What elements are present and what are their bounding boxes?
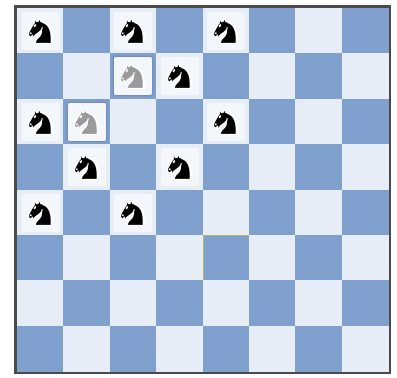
square-d7[interactable]: [156, 53, 203, 99]
black-knight-icon[interactable]: [161, 57, 199, 95]
square-b1[interactable]: [63, 326, 110, 372]
square-a7[interactable]: [17, 53, 64, 99]
grey-knight-icon[interactable]: [114, 57, 152, 95]
square-f1[interactable]: [249, 326, 296, 372]
square-f8[interactable]: [249, 8, 296, 54]
square-b3[interactable]: [63, 235, 110, 281]
square-b5[interactable]: [63, 144, 110, 190]
square-c4[interactable]: [110, 190, 157, 236]
square-d1[interactable]: [156, 326, 203, 372]
chess-board[interactable]: [17, 8, 388, 371]
square-g5[interactable]: [295, 144, 342, 190]
square-b6[interactable]: [63, 99, 110, 145]
square-a8[interactable]: [17, 8, 64, 54]
square-a1[interactable]: [17, 326, 64, 372]
square-h1[interactable]: [342, 326, 389, 372]
square-f3[interactable]: [249, 235, 296, 281]
square-c1[interactable]: [110, 326, 157, 372]
square-d2[interactable]: [156, 280, 203, 326]
square-g3[interactable]: [295, 235, 342, 281]
square-d3[interactable]: [156, 235, 203, 281]
square-e4[interactable]: [203, 190, 250, 236]
square-e7[interactable]: [203, 53, 250, 99]
square-e1[interactable]: [203, 326, 250, 372]
square-a2[interactable]: [17, 280, 64, 326]
black-knight-icon[interactable]: [207, 12, 245, 50]
square-c6[interactable]: [110, 99, 157, 145]
square-a6[interactable]: [17, 99, 64, 145]
black-knight-icon[interactable]: [22, 12, 60, 50]
square-d8[interactable]: [156, 8, 203, 54]
black-knight-icon[interactable]: [207, 103, 245, 141]
square-g6[interactable]: [295, 99, 342, 145]
square-a3[interactable]: [17, 235, 64, 281]
square-d5[interactable]: [156, 144, 203, 190]
square-f4[interactable]: [249, 190, 296, 236]
square-b2[interactable]: [63, 280, 110, 326]
square-c2[interactable]: [110, 280, 157, 326]
square-h3[interactable]: [342, 235, 389, 281]
square-h5[interactable]: [342, 144, 389, 190]
square-g1[interactable]: [295, 326, 342, 372]
square-h8[interactable]: [342, 8, 389, 54]
black-knight-icon[interactable]: [22, 103, 60, 141]
black-knight-icon[interactable]: [114, 194, 152, 232]
square-c8[interactable]: [110, 8, 157, 54]
square-g7[interactable]: [295, 53, 342, 99]
square-f5[interactable]: [249, 144, 296, 190]
square-e2[interactable]: [203, 280, 250, 326]
black-knight-icon[interactable]: [114, 12, 152, 50]
square-c5[interactable]: [110, 144, 157, 190]
square-f7[interactable]: [249, 53, 296, 99]
square-a4[interactable]: [17, 190, 64, 236]
grey-knight-icon[interactable]: [68, 103, 106, 141]
square-g2[interactable]: [295, 280, 342, 326]
square-f2[interactable]: [249, 280, 296, 326]
square-e6[interactable]: [203, 99, 250, 145]
square-e8[interactable]: [203, 8, 250, 54]
square-b7[interactable]: [63, 53, 110, 99]
square-h4[interactable]: [342, 190, 389, 236]
square-h2[interactable]: [342, 280, 389, 326]
square-h7[interactable]: [342, 53, 389, 99]
square-g8[interactable]: [295, 8, 342, 54]
square-g4[interactable]: [295, 190, 342, 236]
square-e5[interactable]: [203, 144, 250, 190]
square-b4[interactable]: [63, 190, 110, 236]
chess-board-frame: [14, 5, 391, 374]
black-knight-icon[interactable]: [22, 194, 60, 232]
square-b8[interactable]: [63, 8, 110, 54]
square-c7[interactable]: [110, 53, 157, 99]
black-knight-icon[interactable]: [68, 148, 106, 186]
square-h6[interactable]: [342, 99, 389, 145]
square-f6[interactable]: [249, 99, 296, 145]
black-knight-icon[interactable]: [161, 148, 199, 186]
square-d6[interactable]: [156, 99, 203, 145]
square-d4[interactable]: [156, 190, 203, 236]
square-e3-highlighted[interactable]: [203, 235, 250, 281]
square-a5[interactable]: [17, 144, 64, 190]
square-c3[interactable]: [110, 235, 157, 281]
